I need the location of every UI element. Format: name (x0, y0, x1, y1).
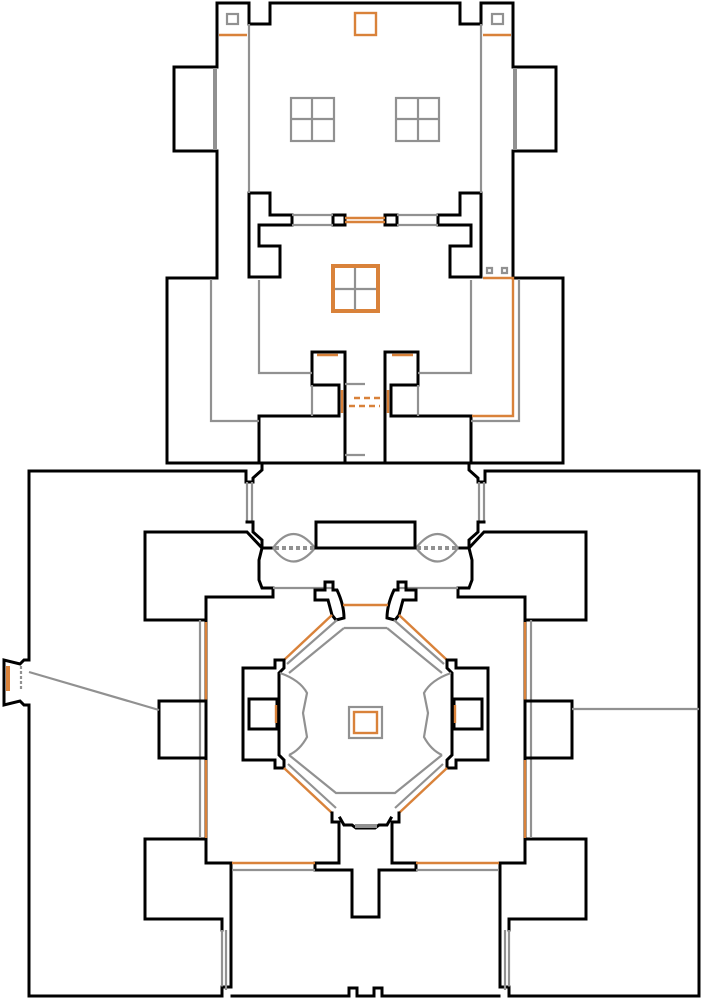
lens-left (272, 532, 316, 563)
center-window-cross (335, 268, 376, 310)
center-block (314, 520, 417, 550)
outer-wall-left (27, 469, 248, 998)
west-exit-door[interactable] (2, 658, 31, 707)
octagon-inner-nw (286, 619, 345, 674)
lower-left-half (27, 461, 367, 998)
west-sightline (28, 670, 160, 712)
post-left (331, 213, 347, 227)
door-pillar-left (317, 353, 344, 413)
entry-hall-left (244, 461, 264, 484)
center-window (331, 264, 380, 313)
south-pillar-left (313, 811, 367, 919)
octagon-door-nw (283, 614, 333, 661)
left-arm-block (143, 520, 275, 622)
lens-west (279, 671, 309, 757)
octagon-inner-sw (287, 754, 365, 809)
right-lift-edge (472, 276, 515, 418)
step-lines-left (247, 24, 333, 227)
top-right-half (363, 1, 565, 465)
west-alcove (241, 658, 286, 770)
west-block (157, 699, 208, 760)
inner-hall-left (143, 618, 233, 998)
top-switch (353, 11, 378, 37)
window-left-cross (291, 98, 334, 141)
wall-top-inner-pillar-left (247, 191, 294, 279)
bars-dots (349, 396, 382, 408)
lift-markers (485, 266, 509, 275)
center-pedestal (347, 705, 384, 740)
inner-hall-step-left (198, 620, 315, 990)
center-door-top (345, 216, 385, 224)
corridor-steps (345, 382, 365, 457)
west-alcove-inner (247, 697, 279, 731)
octagon-door-sw (283, 767, 333, 814)
small-switch-left (225, 12, 240, 26)
wall-top-outer-left (165, 1, 367, 465)
pillar-top-left (313, 580, 346, 622)
corridor-gray-left (245, 482, 254, 522)
lower-room-step (209, 279, 314, 423)
lower-right-half (363, 461, 701, 998)
bottom-notch-left (220, 986, 367, 998)
inner-hall-door-left (204, 622, 315, 865)
top-left-half (165, 1, 367, 465)
center-switch (352, 710, 379, 735)
